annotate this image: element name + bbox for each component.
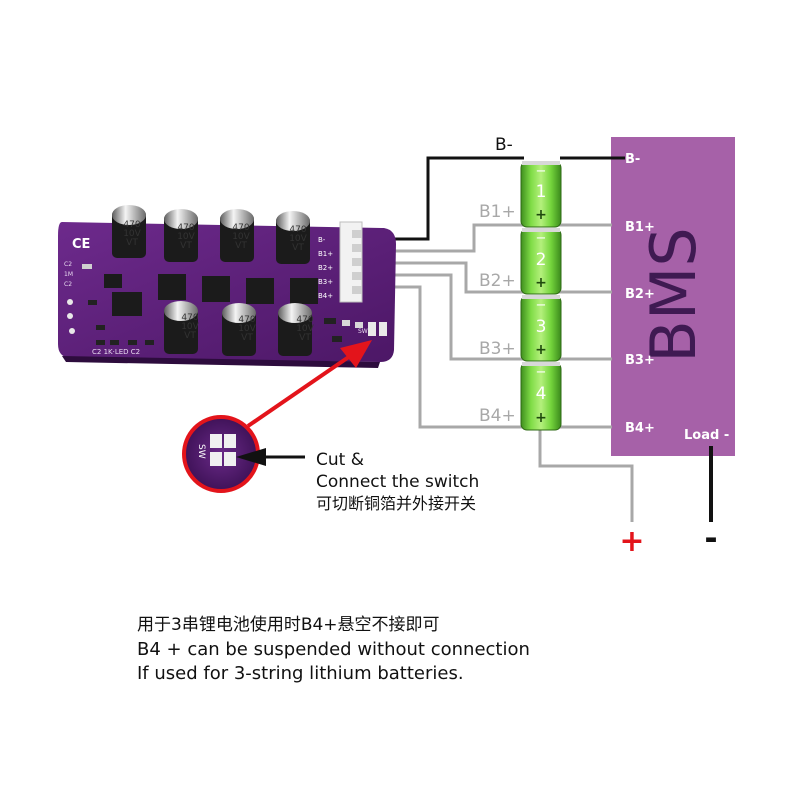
pcb-switch-label: SW: [358, 328, 368, 335]
note-english-2: If used for 3-string lithium batteries.: [137, 663, 464, 684]
cap-2-l1: 470: [177, 223, 194, 233]
callout-line-3: 可切断铜箔并外接开关: [316, 494, 477, 513]
red-arrow: [246, 340, 372, 428]
bms-pin-b1: B1+: [625, 220, 655, 235]
conn-label-b4: B4+: [318, 292, 333, 300]
capacitor-7: 470 10V VT: [278, 303, 315, 356]
bms-pin-b2: B2+: [625, 287, 655, 302]
capacitor-5: 470 10V VT: [164, 301, 200, 354]
cell-1-plus: +: [535, 207, 547, 223]
cap-3-l1: 470: [232, 223, 249, 233]
bms-body: [611, 137, 735, 456]
wire-b-minus-board: [358, 156, 524, 241]
cap-5-l2: 10V: [181, 322, 199, 332]
battery-stack: − 1 + − 2 + − 3 + − 4 +: [520, 161, 562, 431]
callout-line-2: Connect the switch: [316, 472, 480, 492]
cap-7-l1: 470: [296, 315, 313, 325]
callout-line-1: Cut &: [316, 450, 364, 470]
cap-1-l2: 10V: [123, 229, 141, 239]
conn-label-b3: B3+: [318, 278, 333, 286]
wire-plus-out: [538, 430, 634, 522]
cap-6-l2: 10V: [238, 324, 256, 334]
cell-2-minus: −: [536, 231, 547, 246]
cap-3-l3: VT: [235, 241, 247, 251]
conn-label-b1: B1+: [318, 250, 333, 258]
cell-1-minus: −: [536, 164, 547, 179]
pcb-silk-bottom: C2 1K·LED C2: [92, 348, 140, 356]
cell-4-number: 4: [536, 384, 547, 404]
cap-4-l3: VT: [292, 243, 304, 253]
wire-label-b2: B2+: [479, 271, 516, 291]
switch-pads: SW: [358, 322, 387, 336]
capacitor-6: 470 10V VT: [222, 303, 257, 356]
conn-label-b2: B2+: [318, 264, 333, 272]
callout-text: Cut & Connect the switch 可切断铜箔并外接开关: [316, 449, 479, 515]
cap-4-l1: 470: [289, 225, 306, 235]
cap-4-l2: 10V: [289, 234, 307, 244]
battery-cell-3: − 3 +: [520, 295, 562, 362]
cap-5-l3: VT: [184, 331, 196, 341]
cell-3-minus: −: [536, 298, 547, 313]
cap-5-l1: 470: [181, 313, 198, 323]
wire-label-b-minus: B-: [495, 135, 513, 155]
cap-6-l1: 470: [238, 315, 255, 325]
cell-1-number: 1: [536, 182, 547, 202]
pcb-silk-left-3: C2: [64, 281, 72, 288]
terminal-minus: -: [704, 519, 717, 557]
wire-label-b4: B4+: [479, 406, 516, 426]
cap-6-l3: VT: [241, 333, 253, 343]
cap-1-l1: 470: [123, 220, 140, 230]
battery-cell-2: − 2 +: [520, 228, 562, 295]
capacitor-1: 470 10V VT: [112, 205, 146, 258]
pcb-ics: [104, 274, 318, 316]
cell-3-plus: +: [535, 342, 547, 358]
zoom-callout: SW: [182, 415, 305, 493]
cell-2-plus: +: [535, 275, 547, 291]
capacitor-2: 470 10V VT: [164, 209, 198, 262]
balance-connector: B- B1+ B2+ B3+ B4+: [318, 221, 363, 303]
cell-4-minus: −: [536, 365, 547, 380]
capacitor-4: 470 10V VT: [276, 211, 310, 264]
cap-2-l3: VT: [180, 241, 192, 251]
pcb-ce-mark: CE: [72, 237, 90, 252]
bms-load-label: Load -: [684, 428, 729, 443]
cap-7-l3: VT: [299, 333, 311, 343]
cap-7-l2: 10V: [296, 324, 314, 334]
battery-cell-1: − 1 +: [520, 161, 562, 228]
bms-pin-b3: B3+: [625, 353, 655, 368]
bms-pin-b4: B4+: [625, 421, 655, 436]
capacitor-3: 470 10V VT: [220, 209, 254, 262]
pcb-edge: [62, 356, 380, 368]
wire-label-b3: B3+: [479, 339, 516, 359]
terminal-plus: +: [619, 524, 644, 559]
pcb-capacitors: 470 10V VT 470 10V VT 470 10V VT: [112, 205, 315, 356]
cell-2-number: 2: [536, 250, 547, 270]
cell-3-number: 3: [536, 317, 547, 337]
bms-module: BMS B- B1+ B2+ B3+ B4+ Load -: [611, 137, 735, 456]
balancer-board: CE C2 1M C2 C2 1K·LED C2: [58, 205, 396, 368]
bms-pin-b-minus: B-: [625, 152, 640, 167]
pcb-silk-left-2: 1M: [64, 271, 73, 278]
cap-1-l3: VT: [126, 238, 138, 248]
battery-cell-4: − 4 +: [520, 362, 562, 431]
conn-label-b-minus: B-: [318, 236, 326, 244]
note-chinese: 用于3串锂电池使用时B4+悬空不接即可: [137, 615, 440, 635]
bms-title: BMS: [637, 227, 710, 362]
wire-label-b1: B1+: [479, 202, 516, 222]
note-english-1: B4 + can be suspended without connection: [137, 639, 530, 660]
pcb-silk-left-1: C2: [64, 261, 72, 268]
cap-2-l2: 10V: [177, 232, 195, 242]
zoom-switch-label: SW: [196, 444, 206, 459]
cap-3-l2: 10V: [232, 232, 250, 242]
cell-4-plus: +: [535, 410, 547, 426]
